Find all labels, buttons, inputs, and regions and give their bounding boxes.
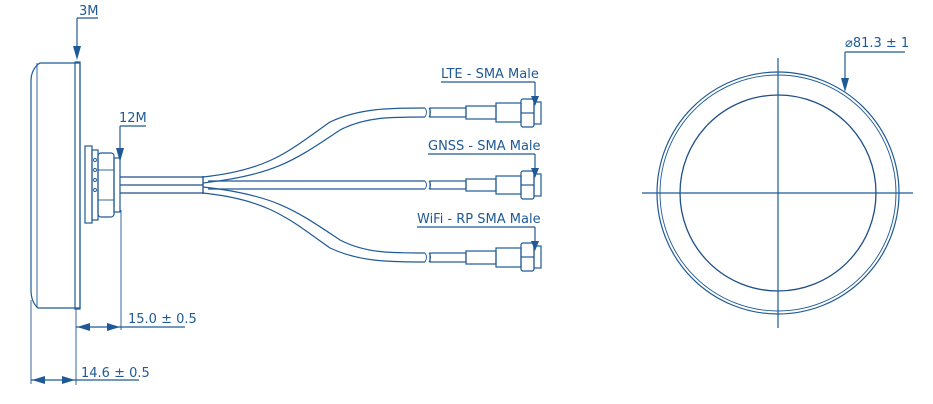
diameter-label: ⌀81.3 ± 1 <box>845 36 909 51</box>
connector-wifi-callout: WiFi - RP SMA Male <box>417 212 541 251</box>
thread-12m-callout: 12M <box>116 111 147 162</box>
thread-3m-callout: 3M <box>73 4 99 60</box>
connector-lte-callout: LTE - SMA Male <box>441 67 539 106</box>
cable-wifi <box>202 186 426 263</box>
connector-gnss-callout: GNSS - SMA Male <box>428 139 541 178</box>
connector-lte <box>424 98 542 128</box>
thread-3m-label: 3M <box>79 4 99 19</box>
cable-gnss <box>208 180 425 190</box>
dimension-15-label: 15.0 ± 0.5 <box>128 312 197 327</box>
connector-wifi <box>424 242 542 272</box>
dimension-14-6-label: 14.6 ± 0.5 <box>81 366 150 381</box>
connector-gnss-label: GNSS - SMA Male <box>428 139 541 154</box>
antenna-body-side <box>30 61 81 310</box>
mount-nut-assembly <box>84 145 121 224</box>
connector-lte-label: LTE - SMA Male <box>441 67 539 82</box>
dimension-15: 15.0 ± 0.5 <box>75 210 197 385</box>
connector-gnss <box>424 170 542 200</box>
cable-lte <box>202 107 426 184</box>
connector-wifi-label: WiFi - RP SMA Male <box>417 212 541 227</box>
antenna-top-view <box>642 58 913 328</box>
diameter-callout: ⌀81.3 ± 1 <box>841 36 909 92</box>
cable-trunk <box>120 176 204 194</box>
thread-12m-label: 12M <box>119 111 147 126</box>
dimension-14-6: 14.6 ± 0.5 <box>30 300 150 384</box>
